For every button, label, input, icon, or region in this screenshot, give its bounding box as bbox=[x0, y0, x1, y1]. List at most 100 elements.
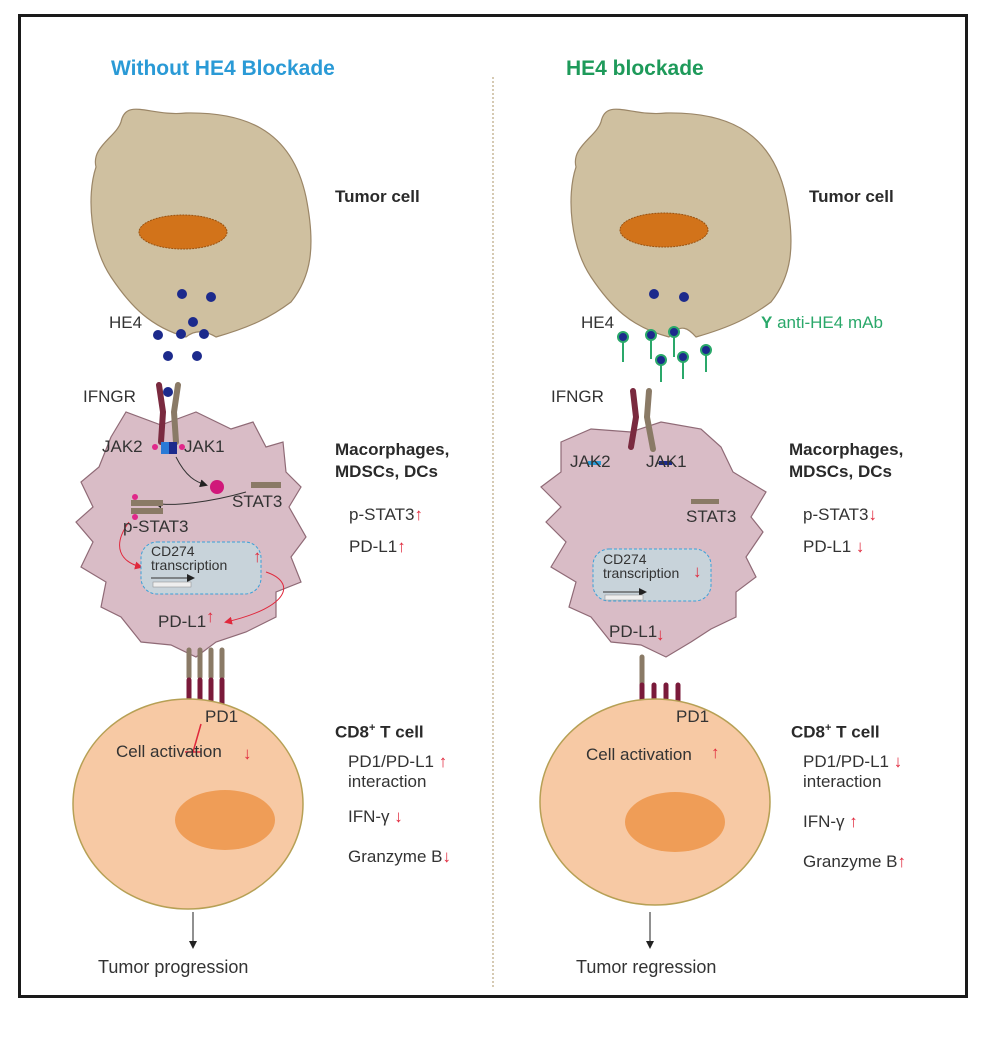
inhibition-icon bbox=[185, 723, 202, 753]
jak1-label-right: JAK1 bbox=[646, 452, 687, 471]
effect-ifng-left: IFN-γ ↓ bbox=[348, 807, 403, 827]
outcome-left: Tumor progression bbox=[98, 957, 249, 977]
ifngr-receptor-left bbox=[152, 382, 185, 454]
cd274-nucleus-left bbox=[140, 541, 262, 595]
tumor-nucleus-left bbox=[138, 214, 228, 250]
myeloid-title-right: Macorphages, MDSCs, DCs bbox=[789, 439, 903, 483]
he4-proteins-left bbox=[153, 289, 216, 361]
effect-label: Granzyme B bbox=[348, 847, 443, 866]
effect-interaction-right: PD1/PD-L1 ↓ interaction bbox=[803, 752, 902, 792]
effect-label2: interaction bbox=[348, 772, 427, 791]
antibody-icon: Y bbox=[761, 313, 773, 332]
pdl1-label-right: PD-L1 bbox=[609, 622, 658, 641]
left-panel-title: Without HE4 Blockade bbox=[111, 57, 335, 80]
tcell-title-text: CD8 bbox=[335, 722, 370, 742]
down-arrow-icon: ↓ bbox=[893, 752, 903, 771]
mab-label: anti-HE4 mAb bbox=[777, 313, 883, 332]
ifngr-label-left: IFNGR bbox=[83, 387, 136, 406]
effect-interaction-left: PD1/PD-L1 ↑interaction bbox=[348, 752, 447, 792]
myeloid-cell-left bbox=[75, 411, 307, 658]
cd274-nucleus-right bbox=[592, 548, 712, 602]
down-arrow-icon: ↓ bbox=[442, 847, 451, 866]
effect-label: PD-L1 bbox=[349, 537, 398, 556]
tumor-nucleus-right bbox=[619, 212, 709, 248]
activation-down-arrow-icon: ↓ bbox=[243, 744, 252, 763]
tcell-title-left: CD8+ T cell bbox=[335, 722, 424, 743]
ifngr-receptor-right bbox=[588, 388, 719, 504]
stat3-protein-left bbox=[251, 482, 281, 488]
tcell-title-rest: T cell bbox=[375, 722, 424, 742]
effect-label: IFN-γ bbox=[803, 812, 845, 831]
up-arrow-icon: ↑ bbox=[849, 812, 858, 831]
effect-pstat3-left: p-STAT3↑ bbox=[349, 505, 423, 525]
down-arrow-icon: ↓ bbox=[868, 505, 878, 524]
pstat3-label-left: p-STAT3 bbox=[123, 517, 189, 536]
effect-pdl1-left: PD-L1↑ bbox=[349, 537, 406, 557]
mab-legend: Y anti-HE4 mAb bbox=[761, 313, 883, 333]
pd1-label-left: PD1 bbox=[205, 707, 239, 726]
effect-label2: interaction bbox=[803, 772, 882, 791]
cd274-up-arrow-icon: ↑ bbox=[253, 547, 262, 566]
pdl1-label-left: PD-L1 bbox=[158, 612, 207, 631]
activation-label-right: Cell activation bbox=[586, 745, 692, 764]
diagram-canvas bbox=[72, 77, 792, 987]
myeloid-title-line1: Macorphages, bbox=[789, 440, 904, 459]
effect-granzyme-right: Granzyme B↑ bbox=[803, 852, 906, 872]
cd274-line2: transcription bbox=[603, 565, 680, 581]
effect-label: IFN-γ bbox=[348, 807, 390, 826]
figure-frame: Without HE4 Blockade Tumor cell HE4 IFNG… bbox=[18, 14, 968, 998]
down-arrow-icon: ↓ bbox=[394, 807, 403, 826]
myeloid-title-line1: Macorphages, bbox=[335, 440, 450, 459]
tcell-title-right: CD8+ T cell bbox=[791, 722, 880, 743]
tcell-title-sup: + bbox=[825, 722, 832, 734]
jak2-label-left: JAK2 bbox=[102, 437, 143, 456]
effect-pstat3-right: p-STAT3↓ bbox=[803, 505, 877, 525]
effect-ifng-right: IFN-γ ↑ bbox=[803, 812, 858, 832]
myeloid-title-line2: MDSCs, DCs bbox=[335, 462, 438, 481]
tumor-cell-label-right: Tumor cell bbox=[809, 187, 894, 206]
he4-antibody-complexes bbox=[617, 289, 712, 382]
up-arrow-icon: ↑ bbox=[897, 852, 906, 871]
activation-label-left: Cell activation bbox=[116, 742, 222, 761]
jak-to-stat3-arrow bbox=[175, 456, 208, 488]
myeloid-title-line2: MDSCs, DCs bbox=[789, 462, 892, 481]
pdl1-up-arrow-icon: ↑ bbox=[206, 607, 215, 626]
effect-label: p-STAT3 bbox=[803, 505, 869, 524]
gene-icon-right bbox=[604, 594, 644, 601]
pstat3-dimer-left bbox=[131, 494, 163, 520]
pstat3-to-nucleus-arrow bbox=[119, 521, 143, 570]
phosphate-icon bbox=[210, 480, 224, 494]
effect-label: p-STAT3 bbox=[349, 505, 415, 524]
stat3-label-left: STAT3 bbox=[232, 492, 283, 511]
tcell-title-sup: + bbox=[369, 722, 376, 734]
cd274-line1: CD274 bbox=[603, 551, 647, 567]
tcell-title-text: CD8 bbox=[791, 722, 826, 742]
effect-label: PD1/PD-L1 bbox=[803, 752, 889, 771]
up-arrow-icon: ↑ bbox=[397, 537, 406, 556]
jak1-label-left: JAK1 bbox=[184, 437, 225, 456]
gene-icon bbox=[152, 581, 192, 588]
effect-granzyme-left: Granzyme B↓ bbox=[348, 847, 451, 867]
up-arrow-icon: ↑ bbox=[438, 752, 448, 771]
tcell-nucleus-right bbox=[625, 792, 725, 852]
cd274-line1: CD274 bbox=[151, 543, 195, 559]
cd274-down-arrow-icon: ↓ bbox=[693, 562, 702, 581]
myeloid-cell-right bbox=[540, 421, 767, 658]
he4-label-right: HE4 bbox=[581, 313, 615, 332]
effect-label: Granzyme B bbox=[803, 852, 898, 871]
pd1-label-right: PD1 bbox=[676, 707, 710, 726]
myeloid-title-left: Macorphages, MDSCs, DCs bbox=[335, 439, 449, 483]
cd274-line2: transcription bbox=[151, 557, 228, 573]
down-arrow-icon: ↓ bbox=[855, 537, 865, 556]
up-arrow-icon: ↑ bbox=[414, 505, 424, 524]
activation-up-arrow-icon: ↑ bbox=[711, 743, 720, 762]
right-panel-title: HE4 blockade bbox=[566, 57, 704, 80]
tumor-cell-label-left: Tumor cell bbox=[335, 187, 420, 206]
he4-label-left: HE4 bbox=[109, 313, 143, 332]
tcell-title-rest: T cell bbox=[831, 722, 880, 742]
pdl1-down-arrow-icon: ↓ bbox=[656, 625, 665, 644]
tcell-nucleus-left bbox=[175, 790, 275, 850]
jak2-label-right: JAK2 bbox=[570, 452, 611, 471]
